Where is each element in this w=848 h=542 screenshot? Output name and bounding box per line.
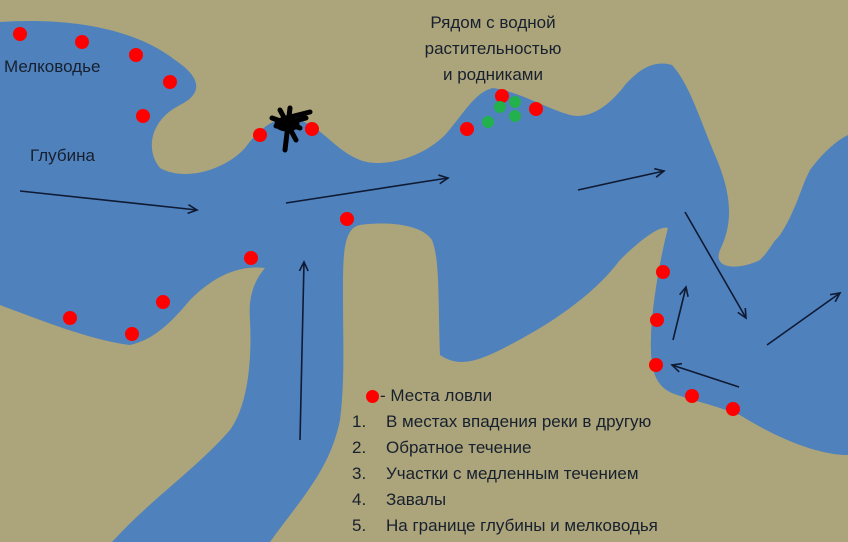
legend-item: 1. В местах впадения реки в другую xyxy=(352,409,658,435)
current-arrow-icon xyxy=(766,291,842,346)
current-arrow-icon xyxy=(672,285,689,341)
snag-icon xyxy=(269,105,313,153)
vegetation-spots xyxy=(482,96,521,128)
lower-right-bay xyxy=(650,228,848,455)
legend-item-text: Обратное течение xyxy=(386,438,532,457)
fishing-spot-icon xyxy=(650,313,664,327)
vegetation-icon xyxy=(482,116,494,128)
legend: - Места ловли 1. В местах впадения реки в… xyxy=(352,383,658,539)
legend-item-number: 2. xyxy=(352,438,367,457)
label-shallow: Мелководье xyxy=(4,57,101,76)
fishing-spot-icon xyxy=(340,212,354,226)
legend-item-number: 4. xyxy=(352,490,367,509)
current-arrow-icon xyxy=(670,362,740,388)
fishing-spot-icon xyxy=(726,402,740,416)
fishing-spot-icon xyxy=(366,390,379,403)
label-vegetation-line2: растительностью xyxy=(424,39,562,58)
legend-marker-label: - Места ловли xyxy=(380,386,493,405)
fishing-spot-icon xyxy=(253,128,267,142)
legend-header: - Места ловли xyxy=(352,383,658,409)
fishing-spot-icon xyxy=(495,89,509,103)
fishing-spot-icon xyxy=(13,27,27,41)
fishing-spot-icon xyxy=(129,48,143,62)
label-vegetation-line1: Рядом с водной xyxy=(430,13,556,32)
fishing-spot-icon xyxy=(136,109,150,123)
legend-item-text: На границе глубины и мелководья xyxy=(386,516,658,535)
legend-item-number: 5. xyxy=(352,516,367,535)
fishing-spot-icon xyxy=(63,311,77,325)
fishing-spot-icon xyxy=(125,327,139,341)
land-island-right xyxy=(700,0,848,252)
vegetation-icon xyxy=(509,110,521,122)
vegetation-icon xyxy=(509,96,521,108)
current-arrows xyxy=(19,167,842,441)
legend-item-text: Участки с медленным течением xyxy=(386,464,639,483)
legend-item: 5. На границе глубины и мелководья xyxy=(352,513,658,539)
current-arrow-icon xyxy=(577,167,666,191)
main-river xyxy=(0,20,848,542)
legend-item: 2. Обратное течение xyxy=(352,435,658,461)
fishing-spot-icon xyxy=(156,295,170,309)
fishing-spots xyxy=(13,27,740,416)
legend-item-number: 1. xyxy=(352,412,367,431)
fishing-spot-icon xyxy=(163,75,177,89)
vegetation-icon xyxy=(494,101,506,113)
legend-item: 3. Участки с медленным течением xyxy=(352,461,658,487)
fishing-spot-icon xyxy=(656,265,670,279)
fishing-spot-icon xyxy=(75,35,89,49)
fishing-spot-icon xyxy=(244,251,258,265)
legend-item-text: В местах впадения реки в другую xyxy=(386,412,652,431)
current-arrow-icon xyxy=(684,211,747,320)
current-arrow-icon xyxy=(19,190,199,215)
fishing-spot-icon xyxy=(529,102,543,116)
fishing-spot-icon xyxy=(305,122,319,136)
fishing-spot-icon xyxy=(685,389,699,403)
current-arrow-icon xyxy=(298,260,309,441)
fishing-spot-icon xyxy=(649,358,663,372)
fishing-spot-icon xyxy=(460,122,474,136)
legend-item: 4. Завалы xyxy=(352,487,658,513)
label-vegetation: Рядом с водной растительностью и родника… xyxy=(408,10,578,88)
legend-list: 1. В местах впадения реки в другую 2. Обра… xyxy=(352,409,658,539)
label-deep: Глубина xyxy=(30,146,95,165)
current-arrow-icon xyxy=(285,174,450,204)
legend-item-text: Завалы xyxy=(386,490,447,509)
legend-item-number: 3. xyxy=(352,464,367,483)
label-vegetation-line3: и родниками xyxy=(442,65,543,84)
